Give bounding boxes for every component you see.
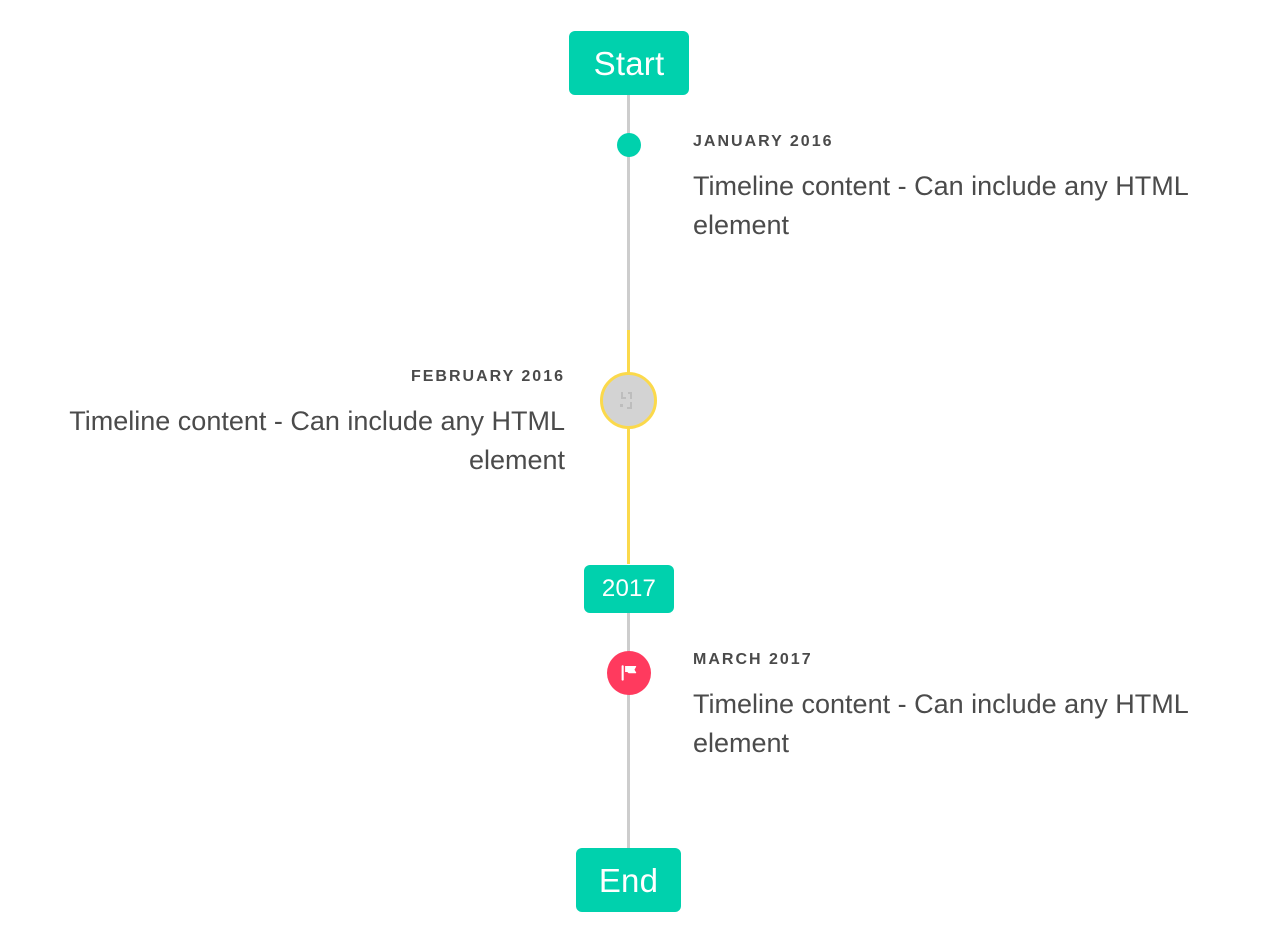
timeline-start-badge[interactable]: Start [569,31,689,95]
broken-image-icon[interactable] [600,372,657,429]
timeline-entry-body: Timeline content - Can include any HTML … [69,405,565,475]
timeline-entry-body: Timeline content - Can include any HTML … [693,170,1188,240]
timeline-axis-segment-february-upper [627,330,630,378]
broken-image-glyph [618,390,640,412]
timeline-entry-march: MARCH 2017 Timeline content - Can includ… [693,651,1233,763]
timeline-entry-label: FEBRUARY 2016 [410,368,565,385]
timeline-entry-label: MARCH 2017 [693,651,813,668]
timeline-entry-body: Timeline content - Can include any HTML … [693,688,1188,758]
timeline-axis-segment-january [627,140,630,332]
timeline-entry-label: JANUARY 2016 [693,133,834,150]
flag-icon[interactable] [607,651,651,695]
timeline-entry-february: FEBRUARY 2016 Timeline content - Can inc… [25,368,565,480]
timeline-end-badge[interactable]: End [576,848,681,912]
timeline-axis-segment-year [627,613,630,683]
dot-icon[interactable] [617,133,641,157]
timeline-year-badge[interactable]: 2017 [584,565,674,613]
timeline-axis-segment-february-lower [627,422,630,564]
timeline-entry-january: JANUARY 2016 Timeline content - Can incl… [693,133,1233,245]
timeline-axis-segment-start [627,95,630,155]
timeline-axis-segment-march [627,665,630,855]
